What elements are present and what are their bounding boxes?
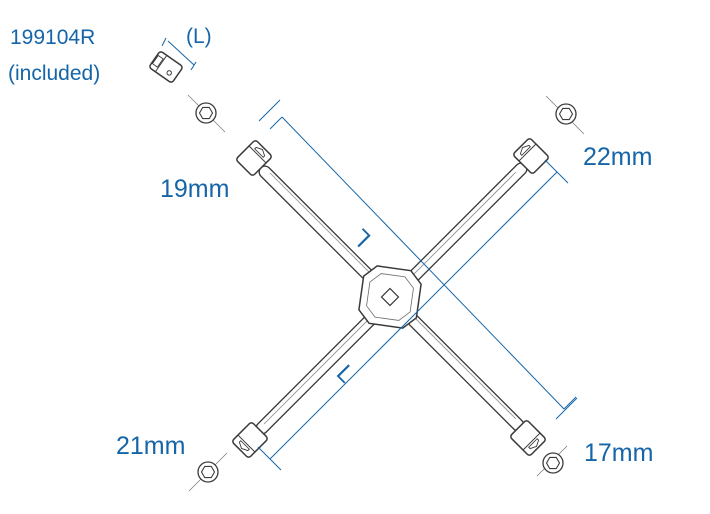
included-note-label: (included) — [8, 62, 101, 85]
socket-size-label-17mm: 17mm — [584, 439, 654, 467]
nut-icon — [195, 102, 217, 124]
socket-head-21mm — [232, 422, 268, 458]
socket-size-label-21mm: 21mm — [116, 432, 186, 460]
nut-icon — [197, 461, 219, 483]
socket-head-19mm — [236, 140, 272, 176]
part-number-label: 199104R — [10, 26, 96, 49]
socket-head-17mm — [510, 420, 546, 456]
adapter-length-dimension — [161, 37, 197, 71]
adapter-socket-icon — [149, 51, 183, 83]
dimension-line-arm-b — [257, 159, 569, 471]
dimension-line-arm-a — [258, 99, 578, 420]
socket-head-22mm — [513, 138, 549, 174]
nut-icon — [542, 452, 564, 474]
adapter-length-label: (L) — [186, 25, 212, 48]
nut-icon — [555, 103, 577, 125]
center-hub — [358, 265, 422, 329]
length-label-arm-a: L — [348, 223, 377, 252]
socket-size-label-19mm: 19mm — [160, 175, 230, 203]
socket-size-label-22mm: 22mm — [583, 143, 653, 171]
